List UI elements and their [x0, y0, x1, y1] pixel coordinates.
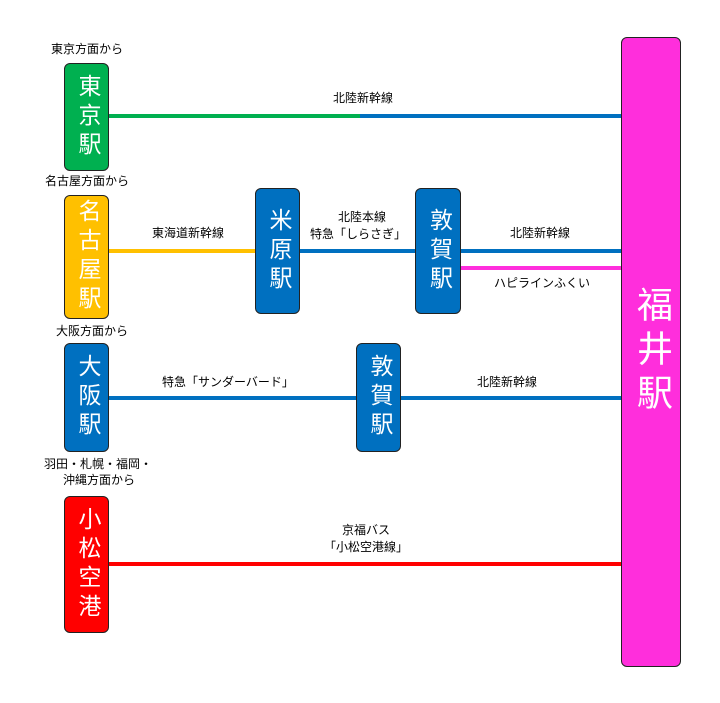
route-label-bus-2: 「小松空港線」 [323, 540, 409, 554]
station-name: 福井駅 [631, 286, 672, 418]
line-maibara-tsuruga [299, 249, 416, 253]
route-label-thunderbird: 特急「サンダーバード」 [162, 375, 294, 389]
origin-airport-1: 羽田・札幌・福岡・ [43, 457, 153, 471]
route-label-shirasagi: 特急「しらさぎ」 [309, 227, 407, 241]
route-label-tokyo: 北陸新幹線 [332, 91, 394, 105]
route-label-bus-1: 京福バス [341, 523, 391, 537]
station-name: 敦賀駅 [425, 207, 452, 295]
line-nagoya-maibara [108, 249, 256, 253]
station-maibara: 米原駅 [255, 188, 300, 314]
station-tsuruga-2: 敦賀駅 [356, 343, 401, 452]
station-name: 敦賀駅 [366, 354, 392, 441]
station-fukui: 福井駅 [621, 37, 681, 667]
origin-osaka: 大阪方面から [55, 324, 129, 338]
line-tsuruga-fukui [461, 249, 622, 253]
origin-airport-2: 沖縄方面から [62, 473, 136, 487]
station-name: 小松空港 [74, 506, 100, 623]
origin-nagoya: 名古屋方面から [44, 174, 130, 188]
route-label-shinkansen-2: 北陸新幹線 [509, 226, 571, 240]
line-hapiline [461, 266, 622, 270]
line-tokyo-blue [360, 114, 622, 118]
station-osaka: 大阪駅 [64, 343, 109, 452]
route-label-shinkansen-3: 北陸新幹線 [476, 375, 538, 389]
route-label-hapiline: ハピラインふくい [493, 276, 591, 290]
line-bus [108, 562, 622, 566]
line-tsuruga2-fukui [401, 396, 622, 400]
station-name: 名古屋駅 [74, 199, 100, 315]
route-label-tokaido: 東海道新幹線 [151, 226, 225, 240]
station-name: 米原駅 [265, 207, 291, 295]
station-tsuruga: 敦賀駅 [415, 188, 461, 314]
station-komatsu-airport: 小松空港 [64, 496, 109, 633]
station-name: 大阪駅 [74, 354, 100, 441]
station-name: 東京駅 [74, 73, 100, 161]
origin-tokyo: 東京方面から [50, 42, 124, 56]
station-nagoya: 名古屋駅 [64, 195, 109, 319]
station-tokyo: 東京駅 [64, 63, 109, 171]
line-tokyo-green [108, 114, 360, 118]
line-osaka-tsuruga [108, 396, 357, 400]
route-label-hokuriku-main: 北陸本線 [337, 210, 387, 224]
